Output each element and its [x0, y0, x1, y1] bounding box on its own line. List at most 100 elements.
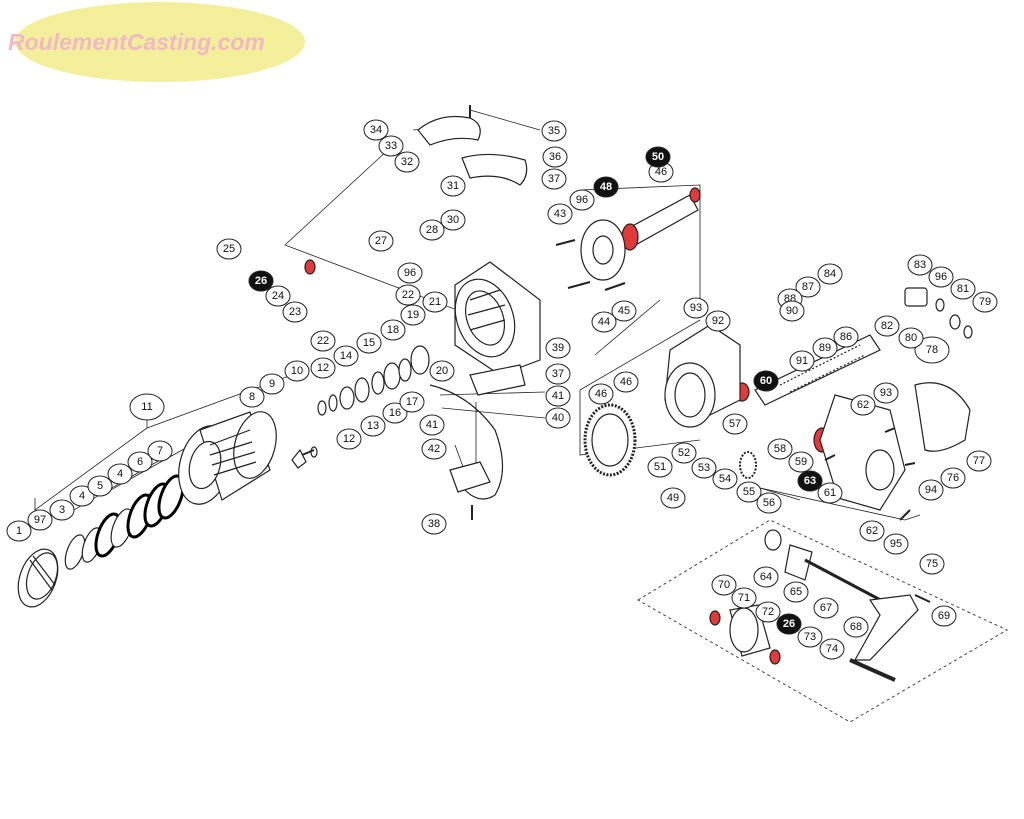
callout: 51	[647, 456, 673, 478]
callout-label: 65	[790, 586, 802, 598]
callout-label: 26	[255, 275, 267, 287]
body-cover[interactable]	[914, 382, 971, 452]
callout: 21	[422, 291, 448, 313]
watermark-text: RoulementCasting.com	[8, 29, 265, 55]
drag-knob[interactable]	[11, 544, 65, 613]
callout: 95	[883, 533, 909, 555]
callout-label: 77	[973, 455, 985, 467]
callout-label: 28	[426, 224, 438, 236]
spool[interactable]	[170, 407, 283, 510]
callout-label: 36	[549, 151, 561, 163]
callout-label: 50	[652, 151, 664, 163]
callout: 70	[711, 574, 737, 596]
callout: 1	[6, 520, 32, 542]
callout: 93	[683, 297, 709, 319]
callout: 53	[691, 457, 717, 479]
callout: 46	[613, 371, 639, 393]
callout-label: 23	[289, 306, 301, 318]
callout-label: 9	[269, 378, 275, 390]
callout-label: 15	[363, 337, 375, 349]
callout: 62	[850, 394, 876, 416]
callout-label: 56	[763, 497, 775, 509]
handle-assembly[interactable]	[764, 529, 919, 682]
callout-label: 27	[375, 235, 387, 247]
callout: 77	[966, 450, 992, 472]
callout-label: 45	[618, 305, 630, 317]
callout: 30	[440, 209, 466, 231]
callout-label: 22	[317, 335, 329, 347]
callout: 14	[333, 345, 359, 367]
callout: 75	[919, 553, 945, 575]
callout-label: 83	[914, 259, 926, 271]
callout-label: 89	[819, 342, 831, 354]
callout-label: 62	[866, 525, 878, 537]
callout: 37	[541, 168, 567, 190]
pinion-gear[interactable]	[621, 187, 701, 251]
callout: 82	[874, 315, 900, 337]
callout: 96	[397, 262, 423, 284]
parts	[11, 115, 973, 682]
callout-label: 16	[389, 407, 401, 419]
callout: 46	[588, 383, 614, 405]
callout-label: 55	[743, 486, 755, 498]
body-frame[interactable]	[819, 394, 906, 511]
callout-label: 46	[595, 388, 607, 400]
main-shaft-washers	[317, 345, 430, 416]
callout: 38	[421, 513, 447, 535]
drive-gear[interactable]	[583, 403, 637, 477]
callout: 79	[972, 291, 998, 313]
callout: 55	[736, 481, 762, 503]
callout: 57	[722, 413, 748, 435]
callout-label: 3	[59, 504, 65, 516]
callout-highlight: 26	[248, 270, 274, 292]
callout-label: 26	[783, 618, 795, 630]
spool-clip	[291, 446, 318, 469]
callout-label: 51	[654, 461, 666, 473]
callout: 3	[49, 499, 75, 521]
callout-label: 96	[404, 267, 416, 279]
callout-label: 54	[719, 473, 731, 485]
callout: 17	[399, 391, 425, 413]
callout: 8	[239, 386, 265, 408]
bail-wire[interactable]	[429, 384, 504, 500]
callout: 7	[147, 440, 173, 462]
callout-label: 10	[291, 365, 303, 377]
callout: 15	[356, 332, 382, 354]
callout-label: 79	[979, 296, 991, 308]
callout-label: 5	[97, 480, 103, 492]
callout: 59	[788, 451, 814, 473]
reel-body[interactable]	[664, 324, 741, 428]
bail-arm[interactable]	[417, 115, 528, 186]
callout: 78	[914, 336, 950, 364]
callout-label: 32	[401, 156, 413, 168]
callout: 41	[545, 385, 571, 407]
callout: 96	[569, 189, 595, 211]
callout-label: 96	[576, 194, 588, 206]
callout: 64	[753, 566, 779, 588]
callout-label: 96	[935, 271, 947, 283]
rotor[interactable]	[445, 261, 541, 376]
callout-label: 39	[552, 342, 564, 354]
callout: 97	[27, 509, 53, 531]
callout: 39	[545, 337, 571, 359]
callout-highlight: 26	[776, 613, 802, 635]
callout-label: 49	[667, 492, 679, 504]
callout: 12	[336, 428, 362, 450]
callout: 22	[310, 330, 336, 352]
callout-label: 71	[738, 592, 750, 604]
callout-label: 37	[552, 368, 564, 380]
callout-label: 34	[370, 124, 382, 136]
callout: 80	[898, 327, 924, 349]
callout-label: 60	[760, 375, 772, 387]
callout: 86	[833, 326, 859, 348]
callout: 68	[843, 616, 869, 638]
callout-label: 13	[367, 420, 379, 432]
callout: 9	[259, 373, 285, 395]
callout-label: 8	[249, 391, 255, 403]
callout: 94	[918, 479, 944, 501]
callout-label: 69	[938, 610, 950, 622]
callout-label: 37	[548, 173, 560, 185]
callout-label: 97	[34, 514, 46, 526]
callout-label: 12	[343, 433, 355, 445]
